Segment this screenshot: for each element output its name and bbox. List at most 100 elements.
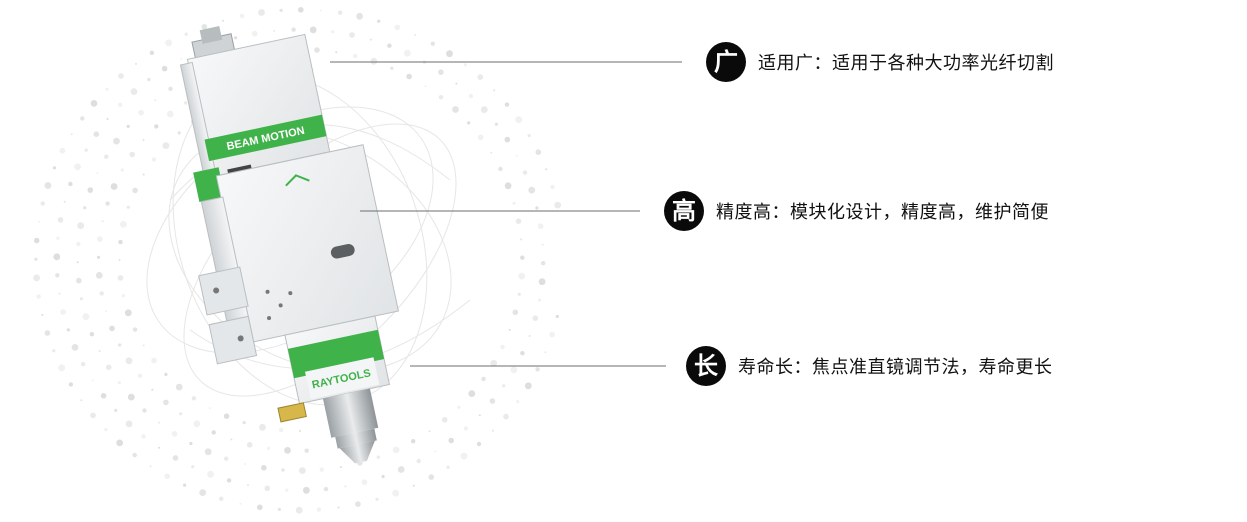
background-dot [535,206,539,210]
background-dot [518,272,526,280]
background-dot [239,502,242,505]
background-dot [430,41,435,46]
background-dot [95,272,103,279]
background-dot [403,49,411,57]
background-dot [537,223,544,229]
background-dot [502,384,506,388]
background-dot [87,187,94,193]
background-dot [279,8,283,12]
background-dot [323,486,329,492]
background-dot [303,486,310,494]
background-dot [71,344,79,351]
background-dot [121,294,125,298]
background-dot [468,390,476,397]
feature-badge: 广 [706,42,746,82]
background-dot [104,428,108,432]
background-dot [80,399,83,402]
background-dot [550,184,555,190]
background-dot [191,396,197,401]
background-dot [338,10,343,15]
background-dot [168,86,173,92]
background-dot [93,131,100,137]
background-dot [177,131,181,135]
background-dot [165,39,173,47]
feature-text: 适用广：适用于各种大功率光纤切割 [758,53,1054,74]
background-dot [142,408,147,413]
background-dot [424,85,427,88]
background-dot [460,452,468,460]
background-dot [438,69,444,75]
background-dot [99,291,104,296]
background-dot [273,29,275,32]
background-dot [356,12,363,20]
background-dot [55,273,60,278]
background-dot [537,298,542,302]
background-dot [98,350,101,353]
background-dot [68,181,73,187]
background-dot [344,485,347,488]
background-dot [105,201,110,206]
background-dot [504,182,512,190]
background-dot [124,309,132,317]
background-dot [154,99,157,102]
background-dot [179,412,183,416]
background-dot [118,73,124,79]
background-dot [104,154,109,159]
background-dot [481,376,486,382]
background-dot [455,82,458,85]
background-dot [291,27,296,32]
background-dot [434,450,437,453]
background-dot [151,357,157,364]
background-dot [59,147,66,154]
background-dot [127,393,135,401]
background-dot [149,465,152,468]
background-dot [118,343,122,347]
background-dot [149,50,155,55]
background-dot [261,465,267,471]
nozzle-tip [339,440,375,464]
background-dot [57,217,64,223]
background-dot [284,447,291,454]
background-dot [154,124,159,129]
background-dot [166,110,174,118]
background-dot [428,430,431,433]
background-dot [126,205,130,209]
background-dot [520,255,525,260]
background-dot [100,393,107,399]
background-dot [246,442,253,448]
background-dot [512,201,516,205]
background-dot [411,439,416,444]
background-dot [369,38,372,41]
background-dot [76,241,81,247]
background-dot [528,335,531,337]
background-dot [299,430,301,432]
background-dot [184,32,188,36]
background-dot [520,351,525,356]
background-dot [476,441,482,447]
background-dot [528,186,536,194]
background-dot [361,479,368,486]
background-dot [172,455,179,461]
background-dot [448,437,455,444]
background-dot [120,168,124,172]
background-dot [120,221,127,228]
background-dot [335,51,338,54]
background-dot [230,438,233,441]
background-dot [105,364,112,371]
background-dot [141,434,146,439]
background-dot [97,255,101,259]
background-dot [446,50,453,58]
side-block [198,266,249,316]
background-dot [452,106,459,113]
background-dot [298,7,304,13]
background-dot [36,294,41,299]
background-dot [180,57,183,60]
background-dot [251,30,258,37]
upper-green-band [204,114,327,162]
background-dot [138,109,144,116]
background-dot [441,417,448,423]
background-dot-pattern [33,7,562,514]
background-dot [463,426,469,431]
background-dot [142,173,145,176]
